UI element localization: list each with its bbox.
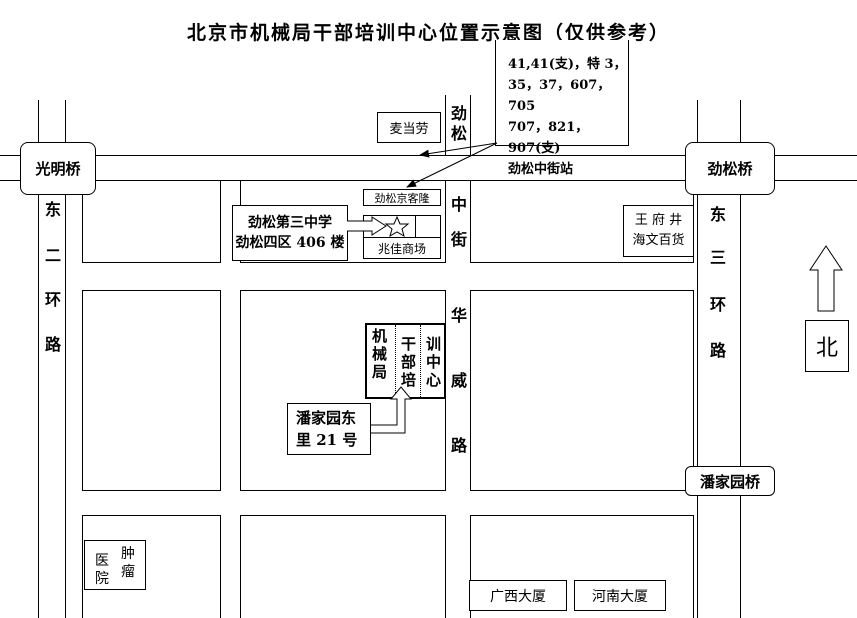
- road-edge: [740, 100, 741, 618]
- training-center-col: 机 械 局: [372, 327, 387, 381]
- wangfujing-line: 王 府 井: [634, 213, 683, 228]
- road-char: 劲: [451, 104, 468, 123]
- char: 心: [426, 371, 442, 389]
- hospital-col: 医 院: [95, 552, 109, 588]
- map-title: 北京市机械局干部培训中心位置示意图（仅供参考）: [186, 22, 670, 44]
- divider: [420, 325, 421, 397]
- henan-building-label: 河南大厦: [574, 580, 666, 611]
- school-label: 劲松第三中学 劲松四区 406 楼: [232, 205, 348, 261]
- road-char: 环: [45, 290, 62, 309]
- zhaojia-label: 兆佳商场: [363, 237, 441, 259]
- pointer-arrow: [419, 142, 498, 158]
- address-line: 潘家园东: [296, 409, 357, 427]
- jinsong-bridge: 劲松桥: [685, 142, 775, 195]
- char: 瘤: [121, 564, 135, 580]
- school-building: 劲松四区 406 楼: [235, 235, 345, 251]
- divider: [415, 215, 416, 237]
- school-arrow-icon: [347, 216, 387, 236]
- road-char: 环: [710, 295, 727, 314]
- north-label: 北: [805, 320, 849, 372]
- pointer-arrow: [406, 142, 498, 188]
- char: 局: [372, 363, 388, 381]
- bus-stop-info: 41,41(支)，特 3， 35，37，607，705 707，821，907(…: [495, 40, 629, 177]
- road-char: 东: [45, 200, 62, 219]
- star-icon: [384, 215, 410, 238]
- road-char: 中: [451, 195, 468, 214]
- block: [82, 180, 221, 263]
- wangfujing-line: 海文百货: [632, 233, 685, 248]
- north-arrow-icon: [809, 245, 843, 312]
- block: [470, 290, 694, 491]
- char: 训: [426, 335, 442, 353]
- char: 械: [372, 345, 388, 363]
- guangxi-building-label: 广西大厦: [469, 580, 567, 611]
- road-edge: [470, 95, 471, 155]
- block: [240, 515, 446, 618]
- road-char: 松: [451, 124, 468, 143]
- block: [470, 515, 694, 618]
- char: 干: [401, 335, 417, 353]
- char: 培: [401, 371, 417, 389]
- address-line: 里 21 号: [296, 431, 358, 449]
- char: 医: [95, 553, 109, 569]
- char: 机: [372, 327, 388, 345]
- char: 肿: [121, 546, 135, 562]
- bus-stop-name: 劲松中街站: [508, 162, 574, 177]
- block: [82, 290, 221, 491]
- block: [82, 515, 221, 618]
- hospital-label: 医 院 肿 瘤: [84, 540, 146, 590]
- bus-line-text: 41,41(支)，特 3，: [508, 57, 627, 72]
- divider: [395, 325, 396, 397]
- training-center-building: [365, 323, 446, 399]
- mcdonalds-label: 麦当劳: [377, 112, 441, 143]
- char: 中: [426, 353, 442, 371]
- training-center-col: 干 部 培: [401, 335, 416, 389]
- school-name: 劲松第三中学: [248, 215, 332, 231]
- road-char: 二: [45, 246, 62, 265]
- address-label: 潘家园东 里 21 号: [287, 403, 371, 455]
- address-arrow-icon: [371, 386, 413, 434]
- road-char: 华: [451, 306, 468, 325]
- road-char: 路: [45, 335, 62, 354]
- road-char: 三: [710, 248, 727, 267]
- road-edge: [38, 100, 39, 618]
- bus-line-text: 707，821，907(支): [508, 120, 589, 156]
- char: 院: [95, 571, 109, 587]
- wangfujing-label: 王 府 井 海文百货: [623, 205, 694, 257]
- training-center-col: 训 中 心: [426, 335, 441, 389]
- road-char: 路: [710, 341, 727, 360]
- char: 部: [401, 353, 417, 371]
- road-edge: [445, 95, 446, 155]
- jingkelong-label: 劲松京客隆: [363, 189, 441, 206]
- road-edge: [697, 100, 698, 618]
- road-char: 路: [451, 436, 468, 455]
- road-edge: [65, 100, 66, 618]
- road-char: 街: [451, 230, 468, 249]
- panjiayuan-bridge: 潘家园桥: [685, 466, 775, 496]
- hospital-col: 肿 瘤: [121, 545, 135, 581]
- bus-line-text: 35，37，607，705: [508, 78, 611, 114]
- road-char: 东: [710, 205, 727, 224]
- road-char: 威: [451, 371, 468, 390]
- guangming-bridge: 光明桥: [20, 142, 96, 195]
